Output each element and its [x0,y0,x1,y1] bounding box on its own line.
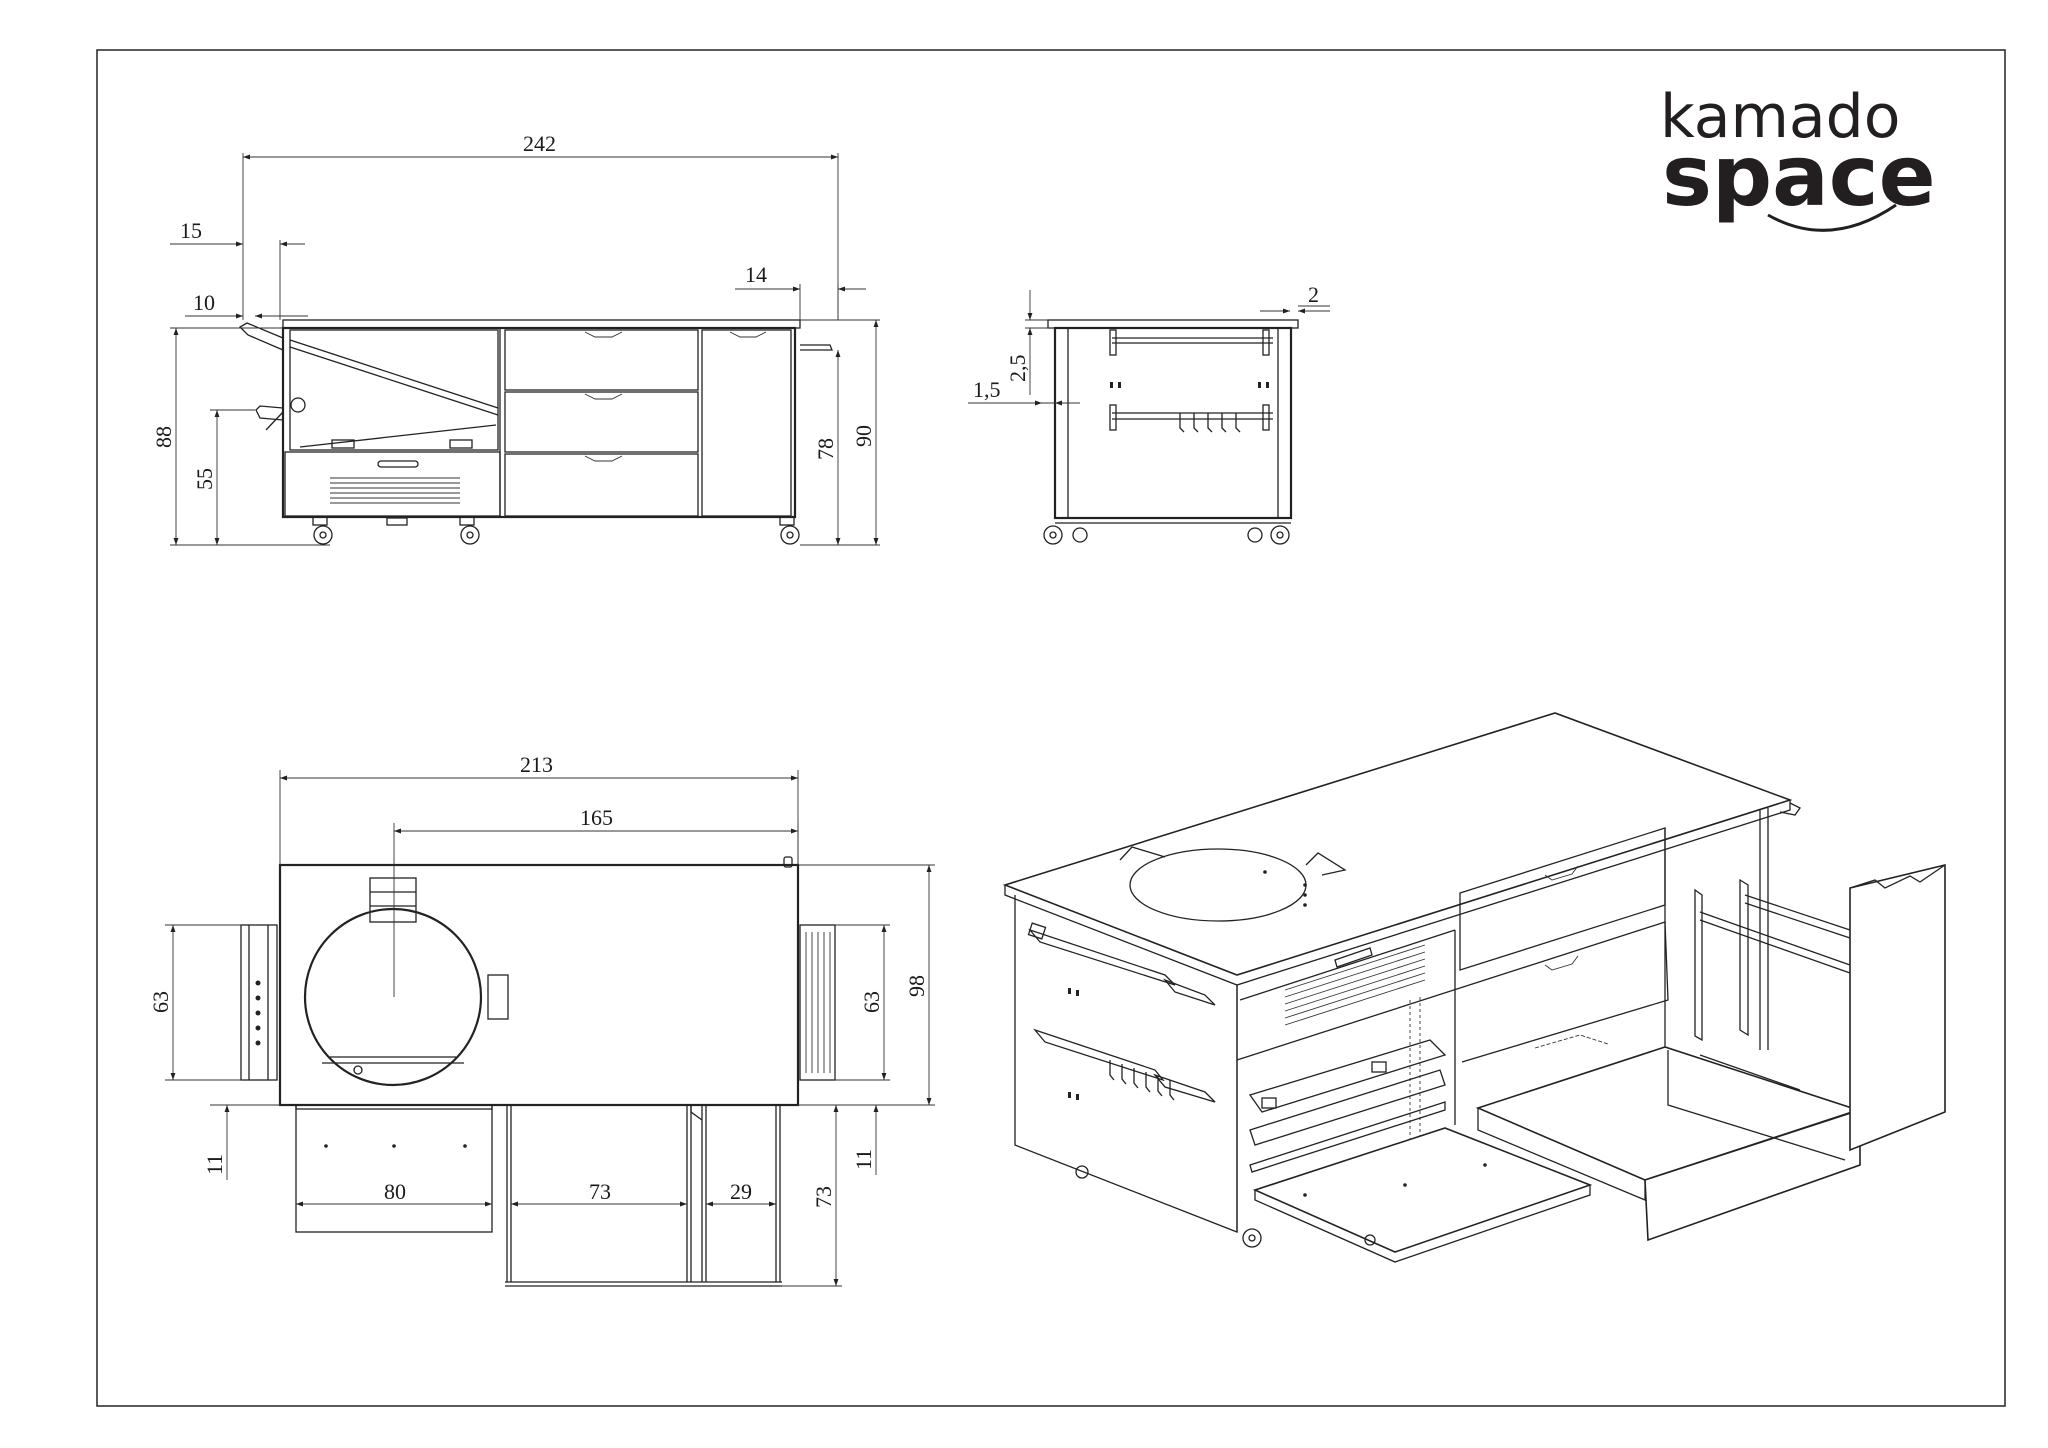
dim-drawer-29: 29 [730,1179,752,1204]
side-view: 2 2,5 1,5 [968,282,1330,545]
dim-drawer-extension-73: 73 [811,1186,836,1208]
dim-drawer-73: 73 [589,1179,611,1204]
dim-overall-depth-98: 98 [904,975,929,997]
isometric-view [1002,712,1946,1263]
dim-overall-width-242: 242 [523,131,556,156]
brand-logo: kamado space [1660,82,1936,232]
dim-rail-offset-1-5: 1,5 [973,377,1001,402]
logo-swoosh [1767,203,1897,232]
dim-right-overhang-14: 14 [745,262,767,287]
dim-offset-11-right: 11 [851,1149,876,1170]
logo-word-kamado: kamado [1660,82,1900,152]
logo-word-space: space [1662,127,1936,225]
dim-left-overhang-15: 15 [180,218,202,243]
dim-grill-center-165: 165 [580,805,613,830]
top-view: 213 165 63 63 98 11 11 80 73 29 73 [148,752,935,1287]
front-view: 242 15 10 14 88 55 78 90 [151,131,880,546]
dim-worktop-height-78: 78 [813,438,838,460]
dim-width-213: 213 [520,752,553,777]
dim-top-thickness-2: 2 [1308,282,1319,307]
dim-drawer-80: 80 [384,1179,406,1204]
sheet-border [96,49,2006,1407]
dim-handle-depth-63-left: 63 [148,991,173,1013]
dim-total-height-88: 88 [151,426,176,448]
dim-handle-depth-63-right: 63 [859,991,884,1013]
dim-rail-offset-2-5: 2,5 [1005,355,1030,383]
dim-total-height-90: 90 [851,425,876,447]
dim-handle-offset-10: 10 [193,290,215,315]
dim-handle-height-55: 55 [192,468,217,490]
dim-offset-11-left: 11 [202,1154,227,1175]
